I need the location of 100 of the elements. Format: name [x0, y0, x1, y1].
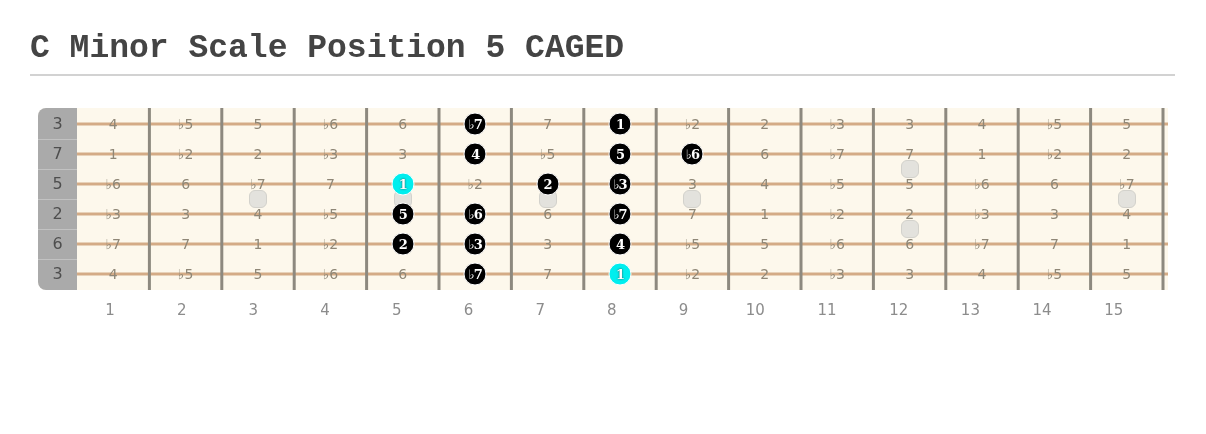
- fret-number: 9: [678, 302, 689, 318]
- interval-label: 4: [760, 177, 770, 191]
- interval-label: 6: [1049, 177, 1059, 191]
- interval-label: 5: [253, 267, 263, 281]
- note-marker: ♭6: [680, 142, 704, 166]
- note-marker: ♭7: [608, 202, 632, 226]
- interval-label: ♭7: [105, 237, 121, 251]
- open-string-interval: 3: [52, 266, 63, 282]
- fret-number: 6: [463, 302, 474, 318]
- note-marker: 1: [608, 112, 632, 136]
- note-marker: 5: [391, 202, 415, 226]
- note-marker: 5: [608, 142, 632, 166]
- fret-number: 7: [535, 302, 545, 318]
- interval-label: 1: [108, 147, 118, 161]
- note-marker: 1: [391, 172, 415, 196]
- fret-number: 5: [392, 302, 402, 318]
- interval-label: ♭7: [829, 147, 845, 161]
- fret-number: 11: [817, 302, 837, 318]
- note-marker: ♭6: [463, 202, 487, 226]
- interval-label: ♭2: [322, 237, 339, 251]
- interval-label: 1: [977, 147, 987, 161]
- interval-label: ♭2: [177, 147, 194, 161]
- interval-label: 7: [687, 207, 697, 221]
- open-string-interval: 3: [52, 116, 63, 132]
- interval-label: 6: [543, 207, 553, 221]
- interval-label: 5: [1122, 117, 1132, 131]
- interval-label: 1: [760, 207, 770, 221]
- note-marker: ♭3: [463, 232, 487, 256]
- interval-label: 4: [977, 267, 987, 281]
- fret-number: 12: [889, 302, 909, 318]
- fret-number: 8: [607, 302, 617, 318]
- interval-label: 3: [181, 207, 191, 221]
- interval-label: ♭2: [467, 177, 483, 191]
- interval-label: ♭5: [684, 237, 701, 251]
- interval-label: 7: [905, 147, 915, 161]
- fret-number: 10: [745, 302, 765, 318]
- interval-label: 2: [760, 117, 770, 131]
- interval-label: 5: [253, 117, 263, 131]
- interval-label: 3: [543, 237, 553, 251]
- fret-number: 2: [176, 302, 187, 318]
- interval-label: ♭2: [684, 267, 701, 281]
- interval-label: 7: [543, 267, 553, 281]
- interval-label: 3: [905, 117, 915, 131]
- interval-label: ♭7: [974, 237, 990, 251]
- interval-label: 2: [253, 147, 263, 161]
- interval-label: ♭5: [322, 207, 339, 221]
- interval-label: ♭6: [105, 177, 121, 191]
- interval-label: ♭3: [829, 267, 845, 281]
- open-string-interval: 7: [52, 146, 63, 162]
- interval-label: ♭6: [974, 177, 990, 191]
- interval-label: 4: [108, 117, 118, 131]
- interval-label: ♭5: [177, 117, 194, 131]
- interval-label: ♭2: [1046, 147, 1063, 161]
- interval-label: 7: [181, 237, 191, 251]
- note-marker: ♭7: [463, 112, 487, 136]
- interval-label: 4: [1122, 207, 1132, 221]
- interval-label: 6: [398, 117, 408, 131]
- interval-label: ♭6: [829, 237, 845, 251]
- fret-number: 13: [960, 302, 980, 318]
- interval-label: ♭3: [829, 117, 845, 131]
- interval-label: 2: [760, 267, 770, 281]
- open-string-interval: 6: [52, 236, 63, 252]
- title: C Minor Scale Position 5 CAGED: [30, 30, 625, 68]
- interval-label: 7: [543, 117, 553, 131]
- interval-label: 6: [905, 237, 915, 251]
- interval-label: ♭3: [105, 207, 121, 221]
- interval-label: 7: [1049, 237, 1059, 251]
- interval-label: 1: [1122, 237, 1132, 251]
- interval-label: ♭5: [829, 177, 845, 191]
- note-marker: 2: [536, 172, 560, 196]
- interval-label: 1: [253, 237, 263, 251]
- interval-label: ♭3: [322, 147, 339, 161]
- fret-number: 4: [320, 302, 330, 318]
- note-marker: 2: [391, 232, 415, 256]
- fret-number: 3: [248, 302, 259, 318]
- interval-label: 2: [1122, 147, 1132, 161]
- interval-label: 6: [760, 147, 770, 161]
- interval-label: 3: [398, 147, 408, 161]
- interval-label: ♭5: [539, 147, 556, 161]
- interval-label: 4: [253, 207, 263, 221]
- interval-label: ♭6: [322, 117, 339, 131]
- note-marker: ♭7: [463, 262, 487, 286]
- fret-number: 15: [1104, 302, 1124, 318]
- note-marker: ♭3: [608, 172, 632, 196]
- interval-label: ♭2: [684, 117, 701, 131]
- interval-label: 6: [398, 267, 408, 281]
- open-string-interval: 5: [52, 176, 63, 192]
- fret-number: 14: [1032, 302, 1052, 318]
- interval-label: 7: [325, 177, 335, 191]
- interval-label: ♭3: [974, 207, 990, 221]
- interval-label: 6: [181, 177, 191, 191]
- interval-label: ♭5: [1046, 267, 1063, 281]
- interval-label: 2: [905, 207, 915, 221]
- interval-label: 3: [687, 177, 697, 191]
- note-marker: 1: [608, 262, 632, 286]
- interval-label: 4: [977, 117, 987, 131]
- note-marker: 4: [608, 232, 632, 256]
- interval-label: 5: [1122, 267, 1132, 281]
- interval-label: ♭5: [1046, 117, 1063, 131]
- interval-label: 5: [905, 177, 915, 191]
